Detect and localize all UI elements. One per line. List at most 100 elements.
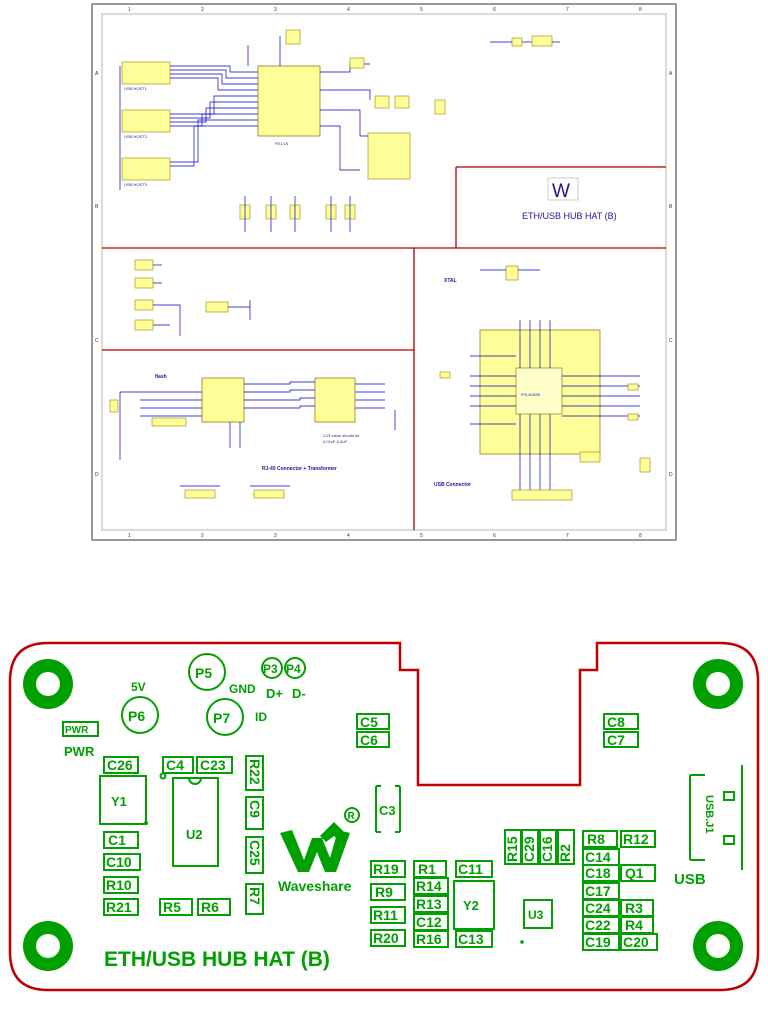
ref-c8: C8	[607, 714, 625, 730]
col-label: 6	[493, 533, 496, 539]
board-title: ETH/USB HUB HAT (B)	[104, 948, 330, 971]
ref-r12: R12	[623, 831, 649, 847]
ref-c23: C23	[200, 757, 226, 773]
ref-c24: C24	[585, 900, 611, 916]
ref-r2: R2	[557, 844, 573, 862]
pad-p7: P7	[213, 710, 230, 726]
usb-j1-ref: USB.J1	[703, 795, 715, 834]
ref-c10: C10	[106, 854, 132, 870]
u2-outline	[172, 777, 219, 867]
title-block: W ETH/USB HUB HAT (B)	[522, 177, 617, 221]
ref-r9: R9	[375, 884, 393, 900]
col-label: 7	[566, 533, 569, 539]
label-id: ID	[255, 710, 267, 724]
u2-ref: U2	[186, 827, 203, 842]
usb-host-label: USB-HOST3	[124, 182, 148, 187]
row-label: C	[95, 338, 99, 344]
col-label: 3	[274, 533, 277, 539]
usb-label: USB	[674, 871, 706, 888]
crystal	[505, 265, 519, 281]
pad-p5: P5	[195, 665, 212, 681]
u3-ref: U3	[528, 908, 544, 922]
ref-c17: C17	[585, 883, 611, 899]
eth-wires	[119, 381, 396, 487]
ref-r10: R10	[106, 877, 132, 893]
ref-c4: C4	[166, 757, 184, 773]
ref-c11: C11	[458, 861, 483, 877]
ref-c1: C1	[108, 832, 126, 848]
ref-r6: R6	[201, 899, 219, 915]
ref-c7: C7	[607, 732, 625, 748]
usb-host-label: USB-HOST1	[124, 86, 148, 91]
ref-r8: R8	[587, 831, 605, 847]
rj45-section-label: RJ-45 Connector + Transformer	[262, 466, 337, 472]
col-label: 4	[347, 533, 350, 539]
hub-chip	[257, 65, 321, 137]
ref-c29: C29	[521, 836, 537, 862]
pad-p6: P6	[128, 708, 145, 724]
col-label: 8	[639, 533, 642, 539]
label-gnd: GND	[229, 682, 256, 696]
c3-outline	[375, 785, 401, 833]
usb-host-label: USB-HOST2	[124, 134, 148, 139]
ref-c6: C6	[360, 732, 378, 748]
row-label: D	[669, 472, 673, 478]
y1-outline	[99, 775, 147, 825]
label-pwr: PWR	[64, 744, 95, 759]
test-pads	[121, 653, 306, 736]
ref-r4: R4	[625, 917, 643, 933]
col-label: 6	[493, 7, 496, 13]
eth-chip-wires	[470, 269, 640, 490]
pad-p3: P3	[263, 662, 278, 676]
title-board-name: ETH/USB HUB HAT (B)	[522, 211, 617, 221]
col-label: 8	[639, 7, 642, 13]
usb-j1-outline	[689, 765, 743, 870]
usb-host-blocks: USB-HOST1 USB-HOST2 USB-HOST3	[121, 61, 171, 187]
ref-r7: R7	[247, 887, 263, 905]
ref-c14: C14	[585, 849, 611, 865]
ref-r11: R11	[373, 907, 398, 923]
mid-wires	[153, 264, 251, 336]
ref-r16: R16	[416, 931, 442, 947]
ref-c26: C26	[107, 757, 133, 773]
u3-pin1	[520, 940, 524, 944]
row-label: B	[669, 204, 673, 210]
eth-chip-core	[515, 367, 563, 415]
ref-c9: C9	[247, 800, 263, 818]
status-led-block	[151, 417, 187, 427]
y1-pin1	[144, 821, 148, 825]
xtal-label: XTAL	[444, 278, 457, 284]
col-label: 5	[420, 7, 423, 13]
ref-q1: Q1	[625, 865, 644, 881]
y1-ref: Y1	[111, 794, 127, 809]
col-label: 2	[201, 7, 204, 13]
registered-mark: R	[348, 811, 356, 822]
col-label: 5	[420, 533, 423, 539]
ref-c22: C22	[585, 917, 611, 933]
mounting-holes	[23, 659, 743, 971]
eth-caps	[109, 399, 285, 499]
ref-c5: C5	[360, 714, 378, 730]
title-logo-letter: W	[552, 181, 570, 202]
ref-r19: R19	[373, 861, 399, 877]
pad-p4: P4	[286, 662, 301, 676]
ref-r13: R13	[416, 896, 442, 912]
ref-r15: R15	[504, 836, 520, 862]
row-label: A	[95, 71, 99, 77]
ref-r21: R21	[106, 899, 132, 915]
component-refs: C26 C4 C23 C1 C10 R10 R21 R5 R6 R22 C9 C…	[103, 713, 658, 951]
col-label: 1	[128, 7, 131, 13]
y2-outline	[453, 880, 495, 930]
pwr-led-ref: PWR	[65, 725, 89, 736]
c3-ref: C3	[379, 803, 396, 818]
row-ruler: A B C D A B C D	[95, 71, 673, 478]
u3-outline	[523, 899, 553, 929]
cap-note-line2: 0.01uF-0.5uF	[323, 439, 348, 444]
usb-connector-label: USB Connector	[434, 482, 471, 488]
ref-r20: R20	[373, 930, 399, 946]
ref-c25: C25	[247, 840, 263, 866]
schematic-inner-frame	[101, 13, 667, 531]
section-dividers	[102, 166, 666, 530]
rj45-connector	[314, 377, 356, 423]
